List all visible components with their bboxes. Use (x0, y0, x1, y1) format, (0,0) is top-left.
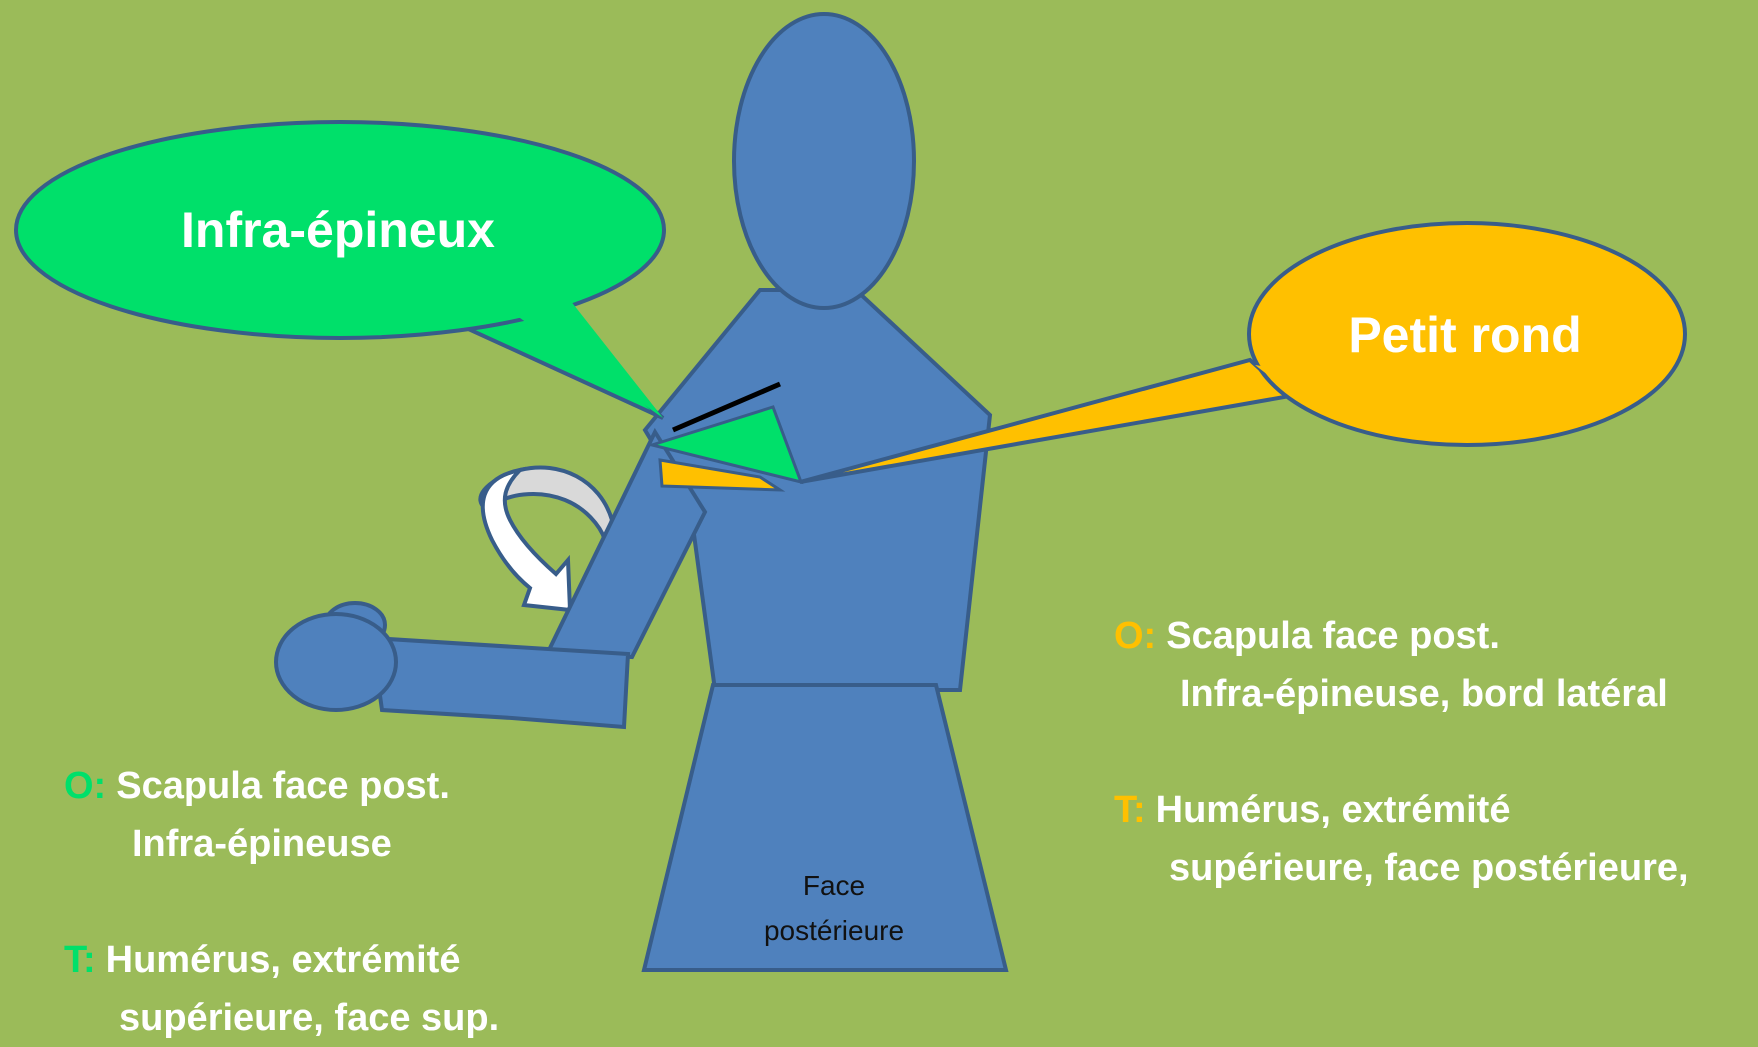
forearm (369, 635, 631, 730)
petit-origin-key: O: (1114, 615, 1157, 657)
petit-rond-info: O:Scapula face post. Infra-épineuse, bor… (1114, 607, 1689, 897)
petit-rond-muscle (658, 458, 786, 492)
infra-epineux-label: Infra-épineux (181, 202, 495, 258)
petit-rond-label: Petit rond (1348, 307, 1581, 363)
petit-origin-text2: Infra-épineuse, bord latéral (1180, 673, 1668, 715)
petit-origin-line1: O:Scapula face post. (1114, 607, 1689, 665)
infra-origin-key: O: (64, 765, 107, 807)
petit-spacer (1114, 723, 1689, 781)
infra-epineux-muscle (646, 405, 804, 485)
infra-insertion-text2: supérieure, face sup. (119, 997, 500, 1039)
petit-rond-callout: Petit rond (799, 221, 1687, 484)
infra-insertion-text1: Humérus, extrémité (105, 939, 461, 981)
petit-insertion-text1: Humérus, extrémité (1155, 789, 1511, 831)
head (732, 12, 916, 310)
infra-insertion-line1: T:Humérus, extrémité (64, 931, 499, 989)
petit-origin-text1: Scapula face post. (1166, 615, 1500, 657)
infra-spacer (64, 873, 499, 931)
figure-caption-line2: postérieure (764, 915, 904, 946)
scapular-spine-line (672, 381, 781, 433)
hand (274, 601, 398, 712)
lower-body (641, 683, 1009, 972)
petit-insertion-text2: supérieure, face postérieure, (1169, 847, 1689, 889)
infra-epineux-info: O:Scapula face post. Infra-épineuse T:Hu… (64, 757, 499, 1047)
petit-insertion-key: T: (1114, 789, 1146, 831)
torso (642, 288, 993, 692)
figure-caption-line1: Face (803, 870, 865, 901)
infra-epineux-callout: Infra-épineux (14, 120, 666, 420)
external-rotation-arrow-icon (478, 465, 615, 613)
infra-insertion-key: T: (64, 939, 96, 981)
infra-origin-line1: O:Scapula face post. (64, 757, 499, 815)
infra-origin-text2: Infra-épineuse (132, 823, 392, 865)
petit-insertion-line1: T:Humérus, extrémité (1114, 781, 1689, 839)
infra-origin-text1: Scapula face post. (116, 765, 450, 807)
